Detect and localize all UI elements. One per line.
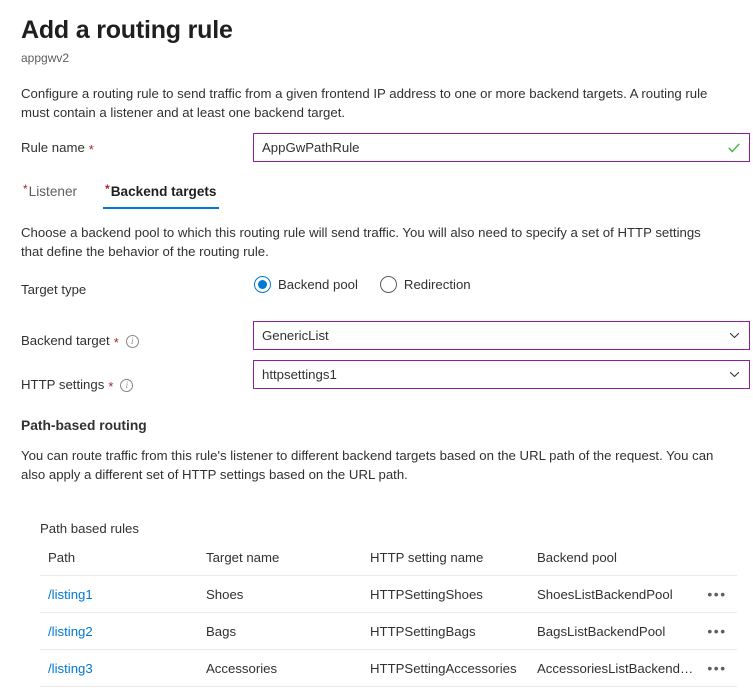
info-icon[interactable]: i <box>125 334 139 348</box>
table-row: /listing3 Accessories HTTPSettingAccesso… <box>40 649 737 687</box>
cell-target-name: Shoes <box>206 575 370 613</box>
radio-redirection-label: Redirection <box>403 277 471 292</box>
page-header: Add a routing rule appgwv2 <box>0 0 753 66</box>
cell-backend-pool: BagsListBackendPool <box>537 612 697 650</box>
table-body: /listing1 Shoes HTTPSettingShoes ShoesLi… <box>40 575 737 687</box>
http-settings-value: httpsettings1 <box>262 367 337 382</box>
more-options-icon[interactable]: ••• <box>707 586 727 602</box>
table-header-row: Path Target name HTTP setting name Backe… <box>40 548 737 576</box>
cell-actions: ••• <box>697 612 737 650</box>
backend-target-value: GenericList <box>262 328 329 343</box>
page-title: Add a routing rule <box>21 16 233 44</box>
rule-name-label-text: Rule name <box>21 140 85 155</box>
tab-backend-targets-label: Backend targets <box>110 184 217 199</box>
required-asterisk: * <box>23 182 28 196</box>
table-row: /listing2 Bags HTTPSettingBags BagsListB… <box>40 612 737 650</box>
http-settings-label-text: HTTP settings <box>21 377 105 392</box>
required-asterisk: * <box>105 182 110 196</box>
target-type-radio-group: Backend pool Redirection <box>254 276 471 293</box>
path-based-rules-table: Path Target name HTTP setting name Backe… <box>40 548 737 687</box>
tab-listener[interactable]: * Listener <box>21 183 79 209</box>
tab-bar: * Listener * Backend targets <box>21 183 219 209</box>
cell-http-setting-name: HTTPSettingShoes <box>370 575 537 613</box>
rule-name-input[interactable] <box>262 140 727 155</box>
tab-backend-targets[interactable]: * Backend targets <box>103 182 219 209</box>
backend-target-label-text: Backend target <box>21 333 110 348</box>
http-settings-dropdown[interactable]: httpsettings1 <box>253 360 750 389</box>
radio-redirection[interactable]: Redirection <box>379 276 471 293</box>
table-head: Path Target name HTTP setting name Backe… <box>40 548 737 576</box>
rule-name-field-wrapper[interactable] <box>253 133 750 162</box>
cell-http-setting-name: HTTPSettingAccessories <box>370 649 537 687</box>
path-rules-caption: Path based rules <box>40 521 139 536</box>
radio-redirection-circle <box>379 276 397 293</box>
cell-http-setting-name: HTTPSettingBags <box>370 612 537 650</box>
info-icon[interactable]: i <box>120 378 134 392</box>
target-type-label-text: Target type <box>21 282 87 297</box>
path-link[interactable]: /listing2 <box>48 623 93 639</box>
path-based-routing-description: You can route traffic from this rule's l… <box>21 448 714 482</box>
column-header-actions <box>697 548 737 576</box>
backend-targets-description: Choose a backend pool to which this rout… <box>21 225 701 259</box>
path-based-routing-heading: Path-based routing <box>21 418 147 433</box>
cell-path: /listing2 <box>40 612 206 650</box>
path-link[interactable]: /listing3 <box>48 660 93 676</box>
cell-target-name: Bags <box>206 612 370 650</box>
column-header-path: Path <box>40 548 206 576</box>
rule-name-label: Rule name * <box>21 139 94 157</box>
required-asterisk: * <box>88 141 94 157</box>
column-header-target-name: Target name <box>206 548 370 576</box>
backend-target-label: Backend target * i <box>21 332 139 350</box>
cell-actions: ••• <box>697 649 737 687</box>
http-settings-label: HTTP settings * i <box>21 376 134 394</box>
page-subtitle: appgwv2 <box>21 51 70 65</box>
cell-target-name: Accessories <box>206 649 370 687</box>
required-asterisk: * <box>113 334 119 350</box>
valid-checkmark-icon <box>728 142 740 152</box>
more-options-icon[interactable]: ••• <box>707 660 727 676</box>
intro-description: Configure a routing rule to send traffic… <box>21 86 708 120</box>
cell-actions: ••• <box>697 575 737 613</box>
more-options-icon[interactable]: ••• <box>707 623 727 639</box>
table-row: /listing1 Shoes HTTPSettingShoes ShoesLi… <box>40 575 737 613</box>
target-type-label: Target type <box>21 281 86 299</box>
radio-backend-pool[interactable]: Backend pool <box>254 276 358 293</box>
cell-backend-pool: ShoesListBackendPool <box>537 575 697 613</box>
cell-path: /listing1 <box>40 575 206 613</box>
required-asterisk: * <box>108 378 114 394</box>
chevron-down-icon <box>729 371 740 378</box>
column-header-http-setting-name: HTTP setting name <box>370 548 537 576</box>
radio-backend-pool-circle <box>254 276 271 293</box>
radio-backend-pool-label: Backend pool <box>278 277 358 292</box>
path-link[interactable]: /listing1 <box>48 586 93 602</box>
backend-target-dropdown[interactable]: GenericList <box>253 321 750 350</box>
tab-listener-label: Listener <box>28 184 78 199</box>
cell-backend-pool: AccessoriesListBackendP... <box>537 649 697 687</box>
column-header-backend-pool: Backend pool <box>537 548 697 576</box>
chevron-down-icon <box>729 332 740 339</box>
cell-path: /listing3 <box>40 649 206 687</box>
